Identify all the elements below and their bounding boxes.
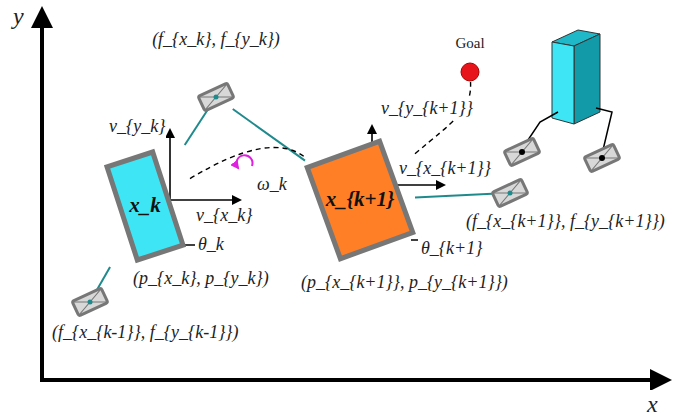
landmark: (f_{x_{k-1}}, f_{y_{k-1}})	[72, 290, 108, 314]
math-label: v_{x_k}	[195, 205, 253, 227]
math-label: θ_k	[197, 234, 225, 256]
landmark: (f_{x_{k+1}}, f_{y_{k+1}})	[492, 181, 528, 205]
landmark-label: (f_{x_{k+1}}, f_{y_{k+1}})	[466, 211, 665, 233]
connector-line	[233, 109, 305, 161]
angle-mark	[411, 239, 418, 241]
landmark: (f_{x_k}, f_{y_k})	[198, 85, 234, 109]
x-axis	[40, 378, 668, 382]
landmark-label: (f_{x_k}, f_{y_k})	[152, 29, 280, 51]
y-axis	[40, 10, 44, 380]
vx-arrow	[170, 199, 240, 201]
landmark-icon	[198, 85, 234, 109]
goal-label: Goal	[455, 34, 484, 52]
robot-pose: x_{k+1}	[305, 135, 415, 265]
axis-label: x	[646, 390, 659, 419]
connector-line	[190, 147, 305, 178]
observation-link	[185, 109, 208, 145]
vy-arrow	[169, 130, 171, 200]
observation-link	[415, 194, 492, 198]
pose-label: x_{k+1}	[326, 187, 395, 212]
landmark-icon	[72, 290, 108, 314]
connector-line	[97, 267, 110, 290]
observation-link	[233, 109, 305, 161]
connector-line	[415, 194, 492, 198]
pose-label: x_k	[129, 193, 161, 218]
math-label: v_{x_{k+1}}	[398, 158, 492, 180]
math-label: θ_{k+1}	[420, 238, 483, 260]
math-label: (p_{x_k}, p_{y_k})	[132, 268, 270, 290]
math-label: v_{y_{k+1}}	[380, 98, 474, 120]
omega-arc	[236, 155, 252, 168]
robot-pose: x_k	[100, 145, 190, 267]
landmark-icon	[492, 181, 528, 205]
math-label: ω_k	[256, 174, 288, 196]
obstacle	[504, 30, 620, 172]
landmark-label: (f_{x_{k-1}}, f_{y_{k-1}})	[52, 322, 239, 344]
math-label: v_{y_k}	[108, 116, 166, 138]
math-label: (p_{x_{k+1}}, p_{y_{k+1}})	[300, 272, 509, 294]
connector-line	[185, 109, 208, 145]
goal-marker: Goal	[460, 62, 480, 82]
trajectory	[190, 147, 305, 178]
goal-circle	[460, 62, 480, 82]
observation-link	[97, 267, 110, 290]
axis-label: y	[12, 2, 25, 31]
